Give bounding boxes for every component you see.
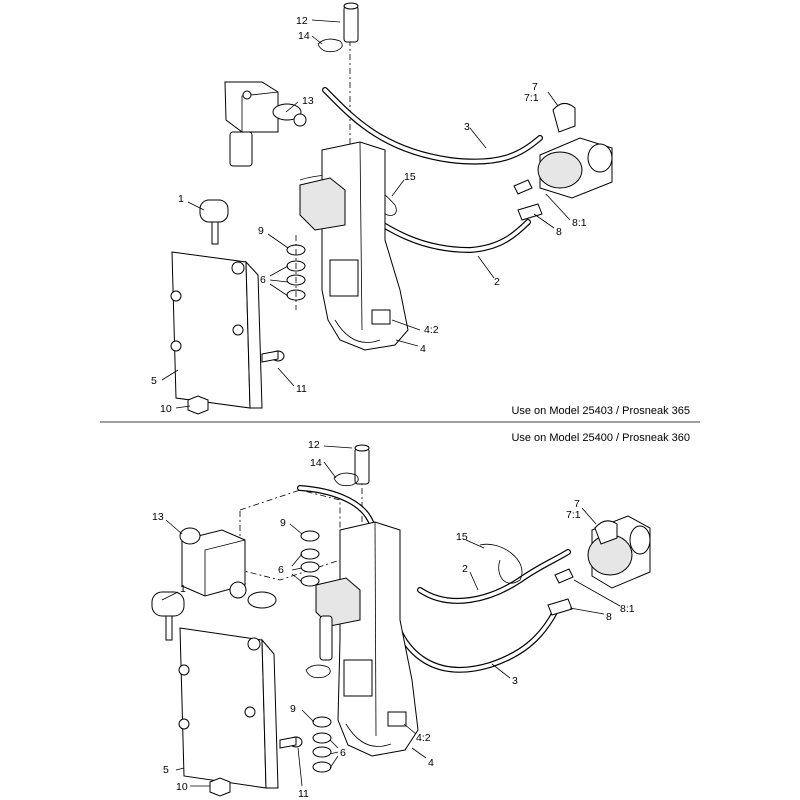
nut-10-top	[187, 395, 209, 415]
callout: 8	[606, 611, 612, 623]
callout: 13	[302, 95, 314, 107]
callout: 14	[298, 30, 310, 42]
valve-block-13-bottom	[179, 527, 277, 609]
callout: 8	[556, 226, 562, 238]
callouts-bottom: 12 14 7 7:1 13 9 15 2 1 6 8:1 8 3 9 6 4:…	[152, 439, 635, 800]
bolt-11-bottom	[279, 736, 303, 749]
callout: 8:1	[572, 217, 587, 229]
callout: 12	[308, 439, 320, 451]
callout: 7	[532, 81, 538, 93]
washers-low	[312, 716, 332, 773]
callout: 11	[296, 383, 307, 395]
callout: 6	[260, 274, 266, 286]
clip-14	[317, 38, 343, 53]
callout: 9	[280, 517, 286, 529]
valve-block-13	[224, 81, 307, 167]
clip-14-bottom	[333, 472, 359, 487]
handle-1-top	[199, 199, 229, 245]
callout: 4:2	[424, 324, 439, 336]
callout: 6	[278, 564, 284, 576]
callout: 15	[456, 531, 468, 543]
callout: 9	[290, 703, 296, 715]
callout: 5	[151, 375, 157, 387]
callout: 11	[298, 788, 309, 800]
callout: 3	[512, 675, 518, 687]
section-caption-bottom: Use on Model 25400 / Prosneak 360	[511, 432, 690, 444]
callout: 4	[428, 757, 434, 769]
callout: 13	[152, 511, 164, 523]
callout: 10	[160, 403, 172, 415]
callout: 1	[180, 583, 186, 595]
callout: 4	[420, 343, 426, 355]
pin-12	[343, 2, 359, 43]
pump-bottom	[587, 515, 651, 589]
callout: 2	[462, 563, 468, 575]
callout: 15	[404, 171, 416, 183]
bracket-4-top	[299, 141, 409, 351]
callout: 3	[464, 121, 470, 133]
fitting-8-top	[513, 179, 543, 221]
assembly-bottom	[151, 444, 651, 797]
pump-top	[537, 103, 613, 199]
callout: 7:1	[566, 509, 581, 521]
fitting-8-bottom	[547, 568, 574, 616]
washers-top	[286, 235, 306, 310]
section-caption-top: Use on Model 25403 / Prosneak 365	[511, 405, 690, 417]
callout: 14	[310, 457, 322, 469]
washers-mid	[300, 530, 320, 587]
nut-10-bottom	[209, 777, 231, 797]
callout: 9	[258, 225, 264, 237]
plate-5-bottom	[178, 627, 279, 789]
callout: 12	[296, 15, 308, 27]
callout: 6	[340, 747, 346, 759]
callout: 4:2	[416, 732, 431, 744]
callouts-top: 12 14 13 7 7:1 3 15 1 9 8 8:1 6 2 4:2 4 …	[151, 15, 587, 415]
callout: 10	[176, 781, 188, 793]
callout: 8:1	[620, 603, 635, 615]
pin-12-bottom	[354, 444, 370, 485]
bolt-11-top	[261, 350, 285, 363]
bracket-4-bottom	[315, 521, 419, 757]
assembly-top	[161, 2, 613, 415]
callout: 1	[178, 193, 184, 205]
callout: 5	[163, 764, 169, 776]
callout: 7	[574, 498, 580, 510]
stud-bottom	[305, 615, 333, 679]
callout: 7:1	[524, 92, 539, 104]
handle-1-bottom	[151, 591, 185, 641]
plate-5-top	[170, 251, 263, 409]
callout: 2	[494, 276, 500, 288]
